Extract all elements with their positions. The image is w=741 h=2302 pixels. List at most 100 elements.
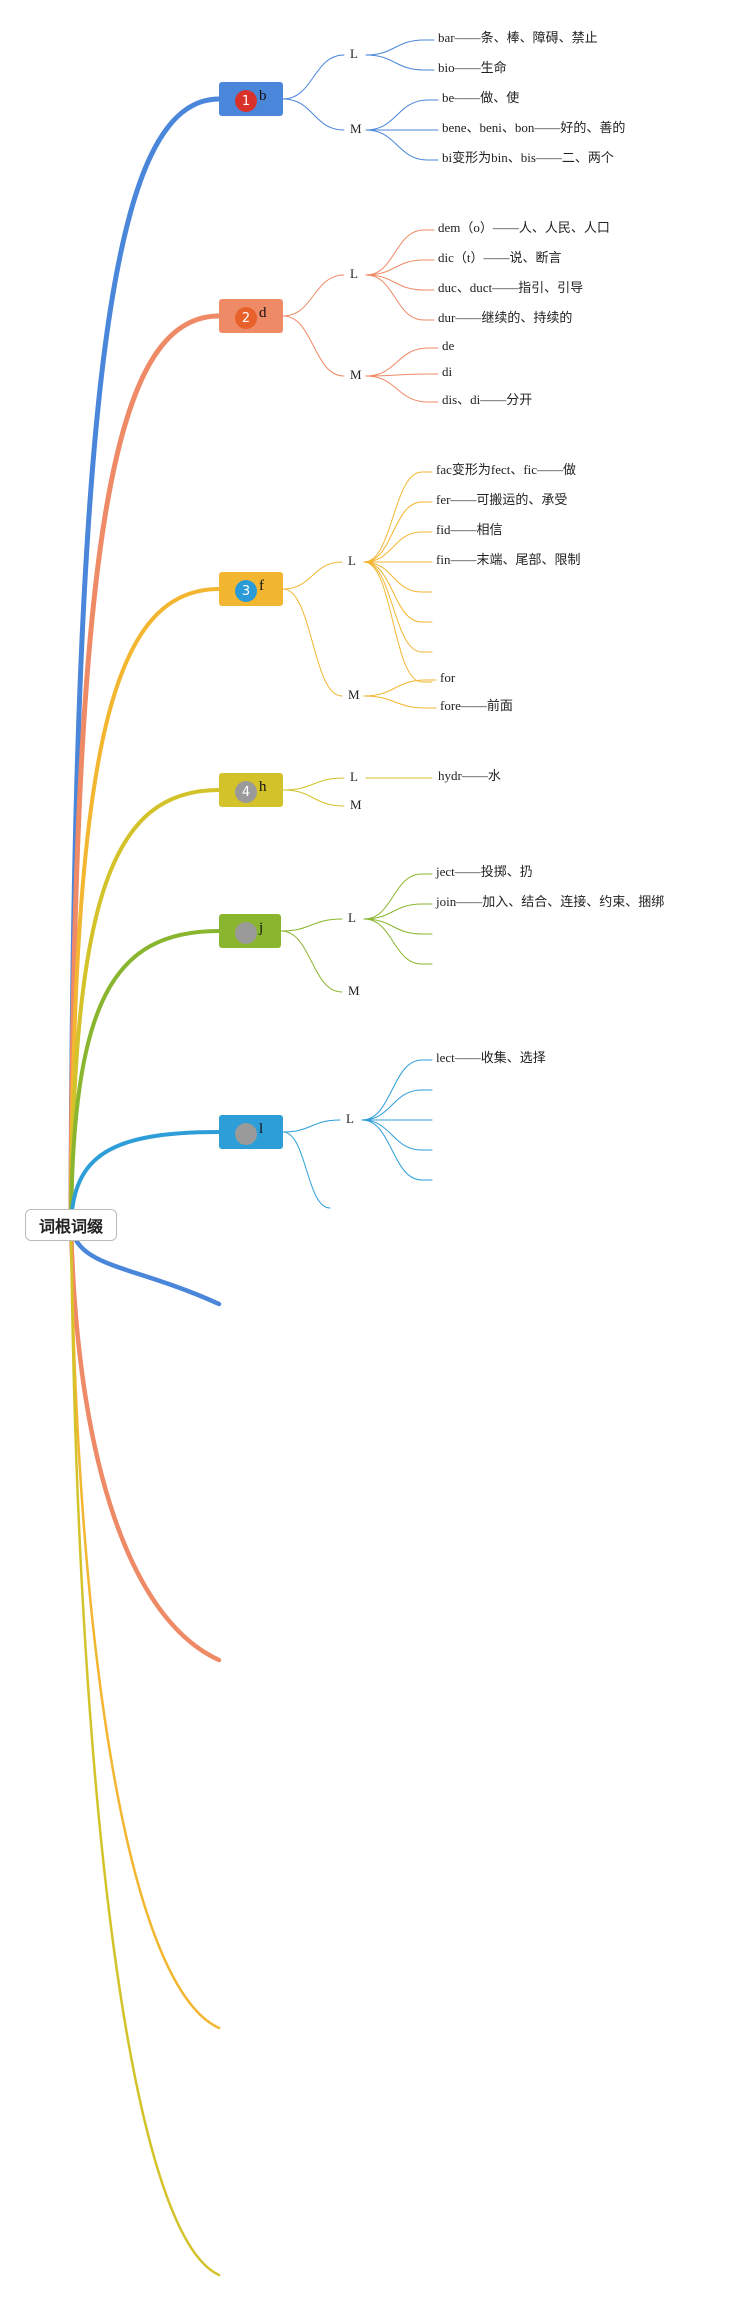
branch-line-2 (68, 313, 222, 1228)
branch-line-6 (69, 1130, 221, 1227)
branch-line-4 (69, 788, 221, 1227)
group-label-m[interactable]: M (348, 687, 360, 702)
leaf-line (363, 471, 423, 563)
branch-number-badge (235, 1123, 257, 1145)
leaf-line (365, 274, 425, 291)
leaf-line (363, 561, 423, 653)
leaf-topic[interactable]: be——做、使 (442, 90, 520, 105)
leaf-topic[interactable]: bar——条、棒、障碍、禁止 (438, 30, 598, 45)
leaf-topic[interactable]: fore——前面 (440, 698, 513, 713)
leaf-line (365, 39, 425, 56)
leaf-line (363, 561, 423, 683)
leaf-line (363, 679, 427, 697)
leaf-topic[interactable]: lect——收集、选择 (436, 1050, 546, 1065)
collapsed-branch-line-3 (69, 1223, 221, 2030)
branch-number-badge: 1 (235, 90, 257, 112)
leaf-topic[interactable]: duc、duct——指引、引导 (438, 280, 584, 295)
leaf-line (363, 903, 423, 920)
group-line (282, 315, 345, 377)
leaf-line (365, 347, 429, 377)
group-line (282, 54, 345, 100)
branch-label: h (259, 778, 267, 795)
branch-label: l (259, 1120, 264, 1137)
branch-node-5[interactable]: j (219, 914, 281, 948)
branch-label: j (259, 919, 264, 936)
leaf-line (365, 259, 425, 276)
leaf-line (365, 274, 425, 321)
group-line (280, 930, 343, 993)
branch-number-badge (235, 922, 257, 944)
leaf-topic[interactable]: de (442, 338, 455, 353)
leaf-topic[interactable]: bio——生命 (438, 60, 507, 75)
leaf-line (363, 873, 423, 920)
leaf-topic[interactable]: dic（t）——说、断言 (438, 250, 562, 265)
group-line (282, 274, 345, 317)
group-line (282, 588, 343, 697)
leaf-line (361, 1089, 423, 1121)
branch-number-badge: 2 (235, 307, 257, 329)
branch-number-badge: 4 (235, 781, 257, 803)
leaf-line (363, 501, 423, 563)
leaf-topic[interactable]: dur——继续的、持续的 (438, 310, 573, 325)
branch-label: b (259, 87, 267, 104)
leaf-topic[interactable]: join——加入、结合、连接、约束、捆绑 (436, 894, 665, 909)
leaf-topic[interactable]: bi变形为bin、bis——二、两个 (442, 150, 614, 165)
collapsed-branch-line-2 (68, 1222, 222, 1663)
group-label-m[interactable]: M (350, 367, 362, 382)
leaf-topic[interactable]: di (442, 364, 453, 379)
leaf-topic[interactable]: fac变形为fect、fic——做 (436, 462, 577, 477)
group-line (282, 789, 345, 807)
group-label-l[interactable]: L (348, 553, 356, 568)
leaf-line (365, 373, 429, 377)
leaf-topic[interactable]: fid——相信 (436, 522, 503, 537)
leaf-line (365, 99, 429, 131)
group-label-m[interactable]: M (348, 983, 360, 998)
group-line (282, 561, 343, 590)
leaf-line (365, 229, 425, 276)
leaf-topic[interactable]: fer——可搬运的、承受 (436, 492, 568, 507)
group-label-l[interactable]: L (346, 1111, 354, 1126)
leaf-line (363, 918, 423, 935)
branch-label: f (259, 577, 264, 594)
root-node[interactable]: 词根词缀 (25, 1209, 117, 1241)
leaf-topic[interactable]: hydr——水 (438, 768, 501, 783)
leaf-line (363, 561, 423, 623)
group-line (282, 777, 345, 791)
group-label-l[interactable]: L (350, 266, 358, 281)
branch-node-6[interactable]: l (219, 1115, 283, 1149)
leaf-line (365, 54, 425, 71)
branch-line-3 (69, 587, 221, 1227)
group-label-m[interactable]: M (350, 797, 362, 812)
leaf-line (361, 1119, 423, 1181)
leaf-topic[interactable]: ject——投掷、扔 (436, 864, 533, 879)
leaf-topic[interactable]: bene、beni、bon——好的、善的 (442, 120, 626, 135)
leaf-line (363, 561, 423, 593)
leaf-line (361, 1059, 423, 1121)
leaf-line (365, 375, 429, 403)
group-label-l[interactable]: L (348, 910, 356, 925)
leaf-line (363, 531, 423, 563)
group-line (280, 918, 343, 932)
leaf-topic[interactable]: dem（o）——人、人民、人口 (438, 220, 610, 235)
group-label-l[interactable]: L (350, 769, 358, 784)
group-label-l[interactable]: L (350, 46, 358, 61)
collapsed-branch-line-4 (69, 1223, 221, 2277)
leaf-line (363, 918, 423, 965)
group-label-m[interactable]: M (350, 121, 362, 136)
leaf-topic[interactable]: fin——末端、尾部、限制 (436, 552, 581, 567)
leaf-line (361, 1119, 423, 1151)
leaf-topic[interactable]: dis、di——分开 (442, 392, 533, 407)
group-line (282, 1131, 331, 1209)
branch-number-badge: 3 (235, 580, 257, 602)
leaf-line (363, 695, 427, 709)
branch-line-5 (69, 929, 221, 1227)
leaf-topic[interactable]: for (440, 670, 456, 685)
root-label: 词根词缀 (38, 1217, 103, 1236)
group-line (282, 98, 345, 131)
leaf-line (365, 129, 429, 161)
